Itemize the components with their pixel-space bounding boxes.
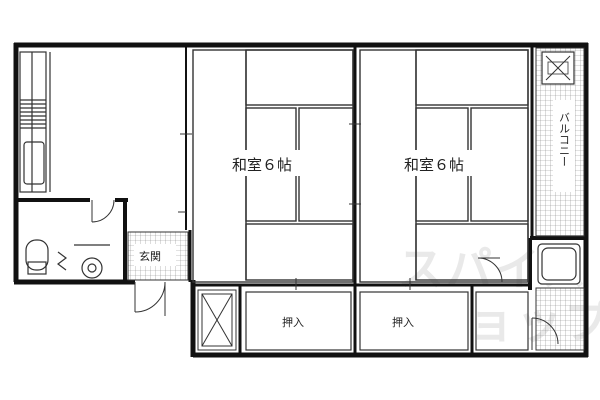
wc-door	[91, 199, 115, 223]
bath-door[interactable]	[531, 317, 559, 350]
outer-walls	[13, 42, 589, 358]
label-bg-right	[396, 150, 494, 176]
toilet-fixtures	[25, 239, 110, 279]
room-label-left: 和室６帖	[232, 156, 292, 174]
genkan-label: 玄関	[139, 249, 161, 263]
interior-walls	[16, 45, 588, 355]
bathtub	[537, 243, 581, 285]
opening-marks	[178, 123, 411, 290]
room-door-right[interactable]	[477, 257, 503, 283]
balcony	[535, 47, 585, 237]
utility-room	[475, 291, 529, 351]
storage-closet	[197, 289, 237, 351]
balcony-label: バルコニー	[558, 112, 571, 167]
label-bg-left	[224, 150, 322, 176]
tatami-left	[192, 49, 354, 283]
entrance-door[interactable]	[134, 281, 166, 316]
oshiire-left	[245, 291, 352, 351]
kitchen-counter	[19, 51, 51, 193]
genkan-floor: 玄関	[127, 231, 189, 281]
oshiire-right-label: 押入	[392, 315, 414, 329]
oshiire-left-label: 押入	[282, 315, 304, 329]
bath-floor	[535, 287, 585, 351]
room-label-right: 和室６帖	[404, 156, 464, 174]
oshiire-right	[359, 291, 469, 351]
